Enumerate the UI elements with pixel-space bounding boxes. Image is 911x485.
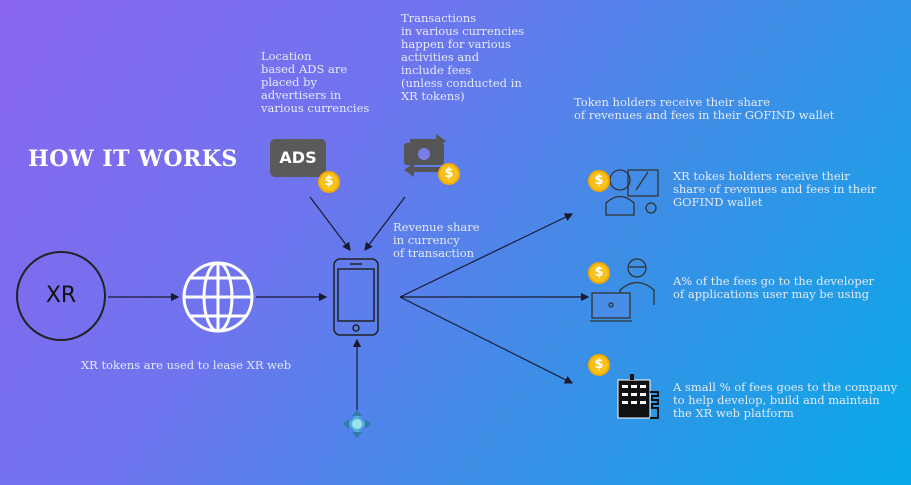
note-location-ads: Location based ADS are placed by adverti… — [261, 49, 370, 115]
coin-icon: $ — [588, 170, 610, 192]
arrow-transactions-to-phone — [364, 196, 406, 251]
coin-icon: $ — [318, 171, 340, 193]
arrow-to-token-holders — [399, 213, 574, 298]
arrow-ads-to-phone — [309, 196, 351, 251]
token-holder-icon — [605, 169, 659, 216]
globe-icon — [182, 261, 254, 333]
arrow-to-company — [399, 296, 574, 384]
note-token-holders: Token holders receive their share of rev… — [574, 95, 835, 122]
navigation-pad-icon — [343, 410, 371, 438]
coin-icon: $ — [438, 163, 460, 185]
recipient-token-holders-text: XR tokes holders receive their share of … — [673, 169, 877, 209]
note-lease: XR tokens are used to lease XR web — [81, 358, 292, 372]
xr-token-node: XR — [16, 251, 106, 341]
coin-icon: $ — [588, 262, 610, 284]
ads-icon: ADS — [270, 139, 326, 177]
smartphone-icon — [333, 258, 379, 336]
developer-icon — [590, 258, 655, 322]
note-revenue-share: Revenue share in currency of transaction — [393, 220, 480, 260]
coin-icon: $ — [588, 354, 610, 376]
currency-exchange-icon — [404, 134, 446, 177]
recipient-company-text: A small % of fees goes to the company to… — [673, 380, 898, 420]
company-building-icon — [617, 374, 659, 419]
recipient-developer-text: A% of the fees go to the developer of ap… — [673, 274, 875, 301]
note-transactions: Transactions in various currencies happe… — [401, 11, 525, 103]
page-title: HOW IT WORKS — [28, 146, 238, 172]
